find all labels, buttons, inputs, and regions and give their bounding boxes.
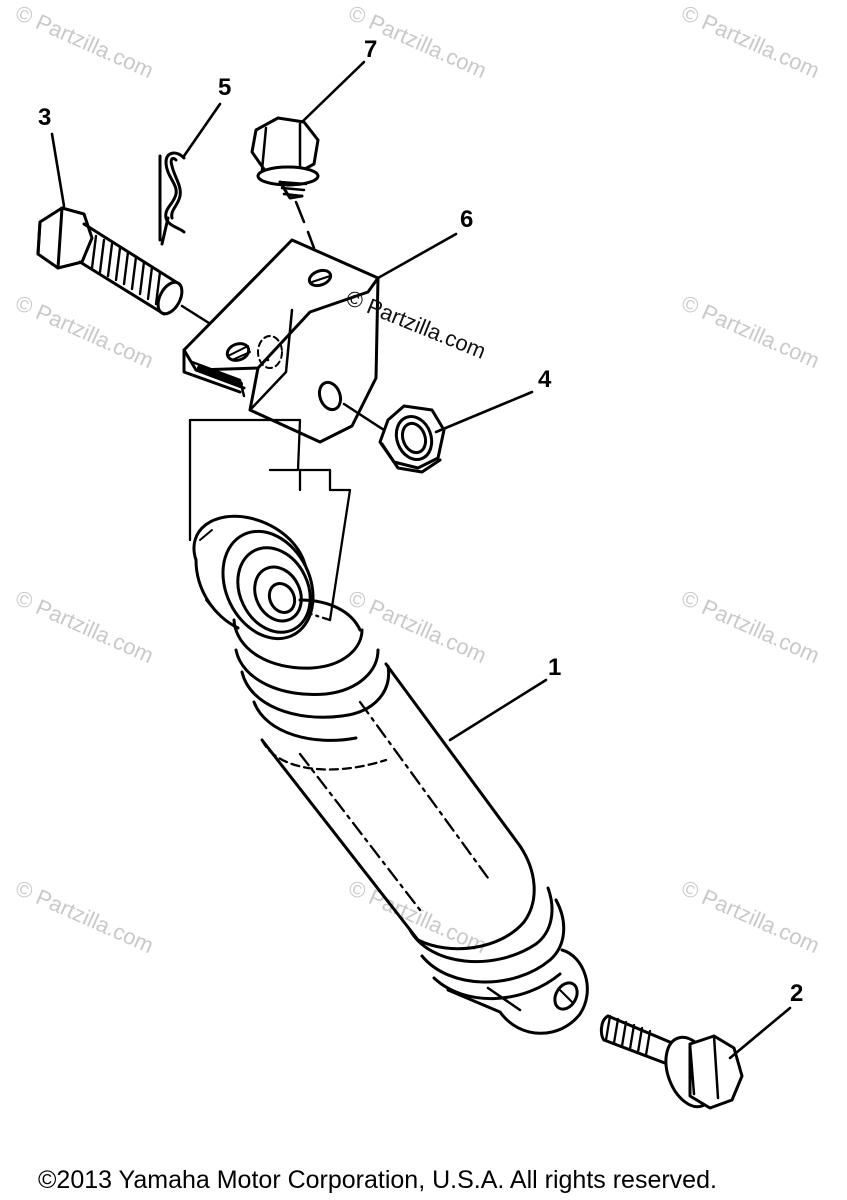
flange-nut — [378, 404, 446, 474]
bracket-bolt — [250, 116, 324, 268]
callout-5: 5 — [218, 74, 232, 101]
shock-absorber — [192, 514, 589, 1035]
callout-1: 1 — [548, 654, 562, 681]
callout-3: 3 — [38, 104, 52, 131]
cotter-pin — [158, 151, 186, 246]
bracket — [182, 238, 386, 444]
copyright-notice: ©2013 Yamaha Motor Corporation, U.S.A. A… — [38, 1166, 717, 1194]
callout-4: 4 — [538, 366, 552, 393]
callout-2: 2 — [790, 980, 804, 1007]
lower-bolt — [599, 1014, 744, 1110]
leader-lines — [50, 60, 792, 1060]
callout-6: 6 — [460, 206, 474, 233]
callout-7: 7 — [364, 36, 378, 63]
